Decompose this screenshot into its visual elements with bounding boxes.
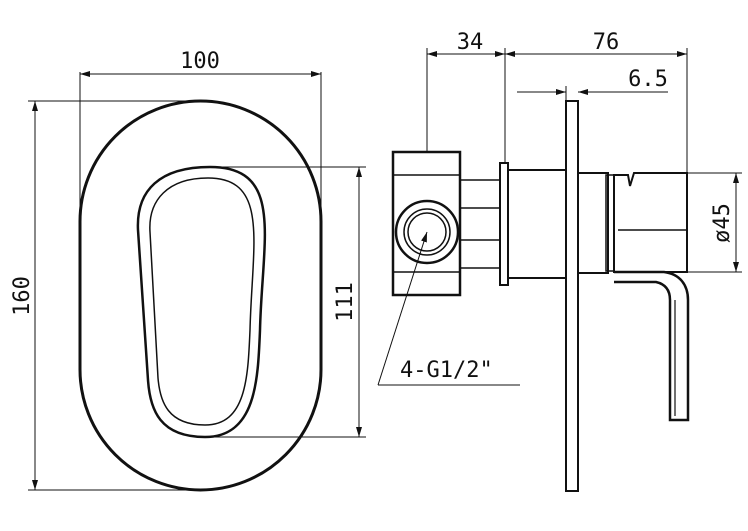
- handle-lever-side: [614, 270, 690, 422]
- front-view: 100 160 111: [10, 49, 366, 492]
- connection-leader: [377, 231, 428, 386]
- inlet-port-outer: [394, 199, 460, 265]
- mounting-flange: [499, 162, 509, 286]
- wall-plate: [565, 100, 579, 492]
- handle-body-side: [613, 172, 688, 273]
- handle-dim-label: 111: [333, 282, 358, 322]
- connection-label: 4-G1/2": [400, 358, 493, 383]
- handle-outline: [136, 165, 267, 439]
- height-dim-label: 160: [10, 276, 35, 316]
- offset-dim-label: 6.5: [628, 67, 668, 92]
- valve-body: [391, 150, 462, 297]
- depth-dim-label: 34: [457, 30, 484, 55]
- cartridge-housing: [507, 169, 567, 279]
- handle-collar: [577, 172, 609, 274]
- inlet-port-inner: [407, 212, 447, 252]
- handle-inner-outline: [149, 177, 255, 426]
- inlet-port-mid: [403, 208, 451, 256]
- diameter-dim-label: ø45: [710, 203, 735, 243]
- escutcheon-plate: [78, 99, 323, 492]
- side-view: 34 76 6.5 ø45 4-G1/2": [377, 30, 742, 492]
- projection-dim-label: 76: [593, 30, 620, 55]
- width-dim-label: 100: [180, 49, 220, 74]
